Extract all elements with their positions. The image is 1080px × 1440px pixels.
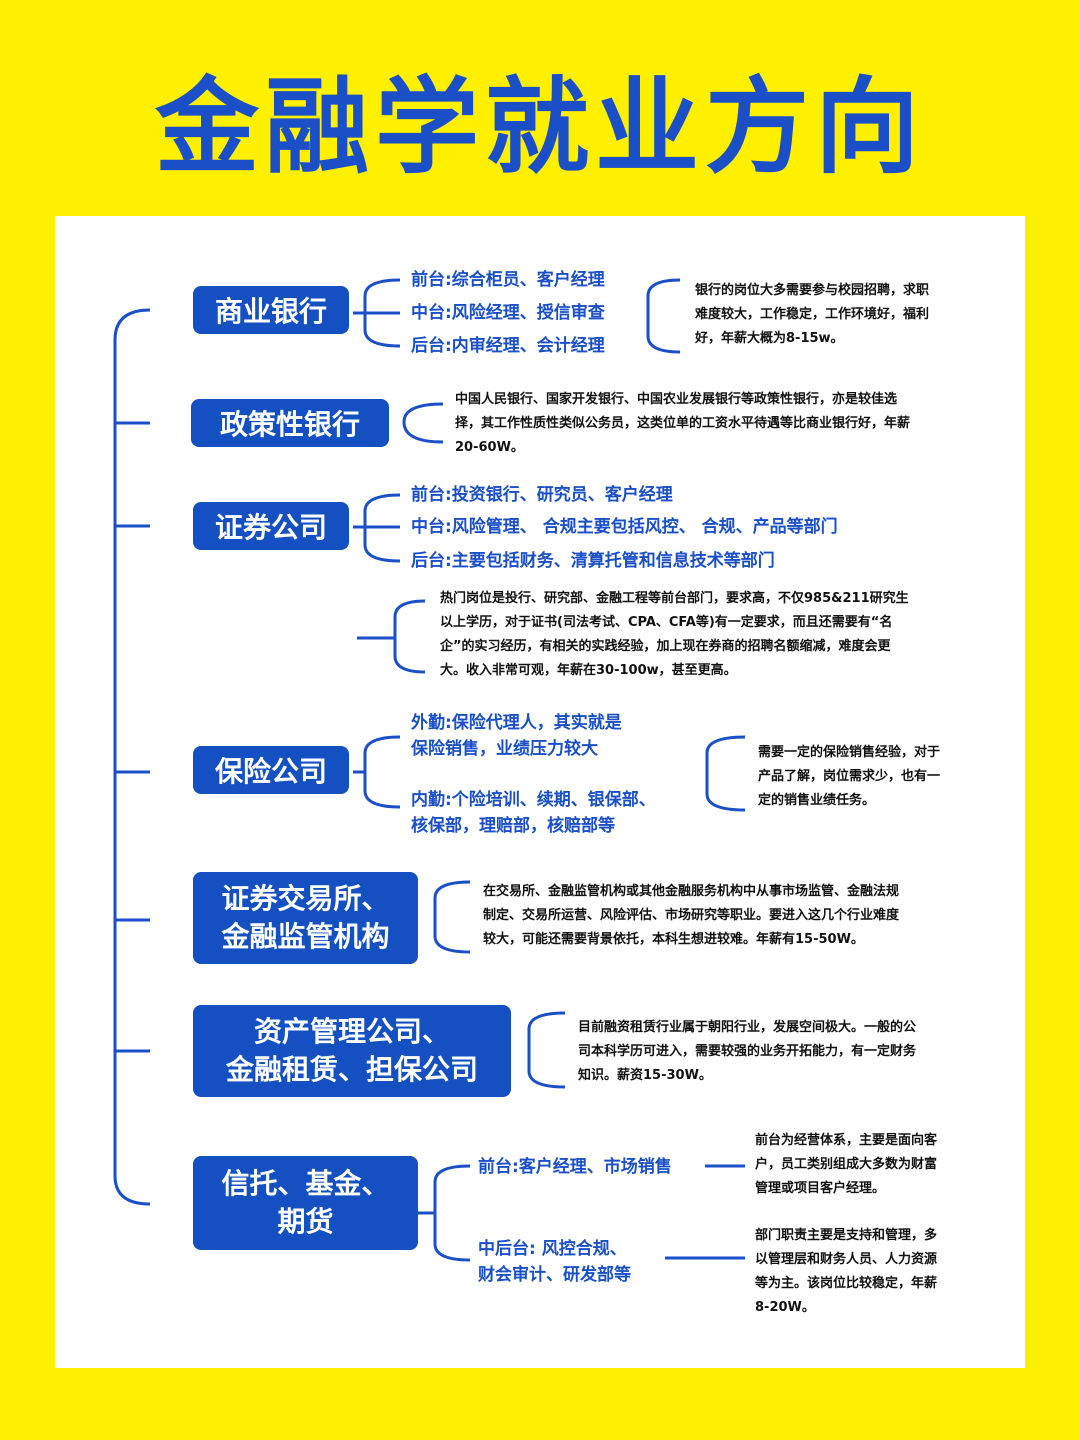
role-front: 前台:综合柜员、客户经理: [411, 270, 605, 290]
note-asset-management: 目前融资租赁行业属于朝阳行业，发展空间极大。一般的公 司本科学历可进入，需要较强…: [578, 1020, 917, 1083]
note-middle-back-office: 部门职责主要是支持和管理，多 以管理层和财务人员、人力资源 等为主。该岗位比较稳…: [755, 1228, 938, 1315]
content-card: 商业银行 前台:综合柜员、客户经理 中台:风险经理、授信审查 后台:内审经理、会…: [55, 216, 1025, 1368]
connector-lines: [113, 278, 746, 1262]
role-front: 前台:投资银行、研究员、客户经理: [411, 485, 673, 505]
role-middle-back: 中后台: 风控合规、 财会审计、研发部等: [478, 1239, 631, 1285]
node-label: 保险公司: [214, 755, 327, 788]
node-label: 证券交易所、 金融监管机构: [221, 882, 390, 953]
node-label: 信托、基金、 期货: [221, 1167, 390, 1238]
role-middle: 中台:风险经理、授信审查: [411, 303, 605, 323]
page-title: 金融学就业方向: [154, 66, 925, 188]
node-label: 商业银行: [214, 295, 327, 328]
role-office: 内勤:个险培训、续期、银保部、 核保部，理赔部，核赔部等: [411, 790, 656, 836]
node-securities: 证券公司: [193, 502, 349, 550]
node-label: 政策性银行: [219, 408, 360, 441]
note-commercial-bank: 银行的岗位大多需要参与校园招聘，求职 难度较大，工作稳定，工作环境好，福利 好，…: [695, 283, 930, 346]
role-field: 外勤:保险代理人，其实就是 保险销售，业绩压力较大: [411, 713, 622, 759]
node-label: 资产管理公司、 金融租赁、担保公司: [225, 1015, 478, 1086]
node-trust-fund-futures: 信托、基金、 期货: [193, 1156, 418, 1250]
node-label: 证券公司: [214, 511, 327, 544]
note-securities: 热门岗位是投行、研究部、金融工程等前台部门，要求高，不仅985&211研究生 以…: [440, 591, 909, 678]
node-commercial-bank: 商业银行: [193, 286, 349, 334]
note-front-office: 前台为经营体系，主要是面向客 户，员工类别组成大多数为财富 管理或项目客户经理。: [755, 1133, 938, 1196]
role-middle: 中台:风险管理、 合规主要包括风控、 合规、产品等部门: [411, 517, 838, 537]
node-insurance: 保险公司: [193, 746, 349, 794]
node-asset-management: 资产管理公司、 金融租赁、担保公司: [193, 1005, 511, 1097]
role-back: 后台:主要包括财务、清算托管和信息技术等部门: [411, 551, 775, 571]
role-back: 后台:内审经理、会计经理: [411, 336, 605, 356]
note-exchange-regulator: 在交易所、金融监管机构或其他金融服务机构中从事市场监管、金融法规 制定、交易所运…: [483, 884, 900, 947]
main-spine: [113, 308, 151, 1206]
node-exchange-regulator: 证券交易所、 金融监管机构: [193, 872, 418, 964]
node-policy-bank: 政策性银行: [191, 399, 389, 447]
note-insurance: 需要一定的保险销售经验，对于 产品了解，岗位需求少，也有一 定的销售业绩任务。: [758, 745, 941, 808]
role-front: 前台:客户经理、市场销售: [478, 1157, 672, 1177]
note-policy-bank: 中国人民银行、国家开发银行、中国农业发展银行等政策性银行，亦是较佳选 择，其工作…: [455, 392, 911, 455]
